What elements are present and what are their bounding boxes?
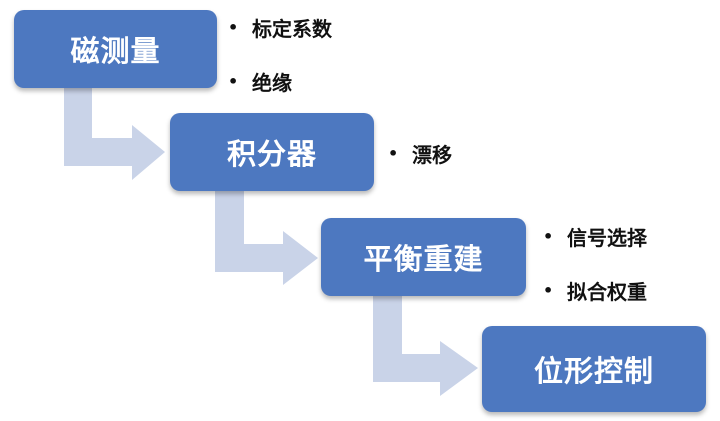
- step-box-integrator: 积分器: [170, 113, 374, 191]
- note-text: 拟合权重: [567, 279, 647, 304]
- step-notes: • 漂移: [388, 138, 452, 168]
- step-box-shape-control: 位形控制: [482, 326, 706, 412]
- bullet-icon: •: [543, 226, 554, 246]
- bullet-icon: •: [388, 143, 399, 163]
- flow-arrow-3: [373, 296, 478, 396]
- step-label: 磁测量: [70, 34, 161, 68]
- bullet-icon: •: [543, 280, 554, 300]
- note-text: 标定系数: [252, 16, 332, 41]
- note-text: 漂移: [412, 142, 452, 167]
- step-box-magnetic-measurement: 磁测量: [14, 10, 217, 88]
- step-notes: • 标定系数 • 绝缘: [228, 12, 332, 96]
- note-item: • 信号选择: [543, 221, 647, 251]
- step-label: 积分器: [226, 137, 317, 171]
- flow-arrow-1: [64, 88, 165, 180]
- note-item: • 拟合权重: [543, 275, 647, 305]
- bullet-icon: •: [228, 17, 239, 37]
- step-box-equilibrium-reconstruction: 平衡重建: [321, 218, 526, 296]
- note-text: 信号选择: [567, 225, 647, 250]
- step-label: 平衡重建: [363, 242, 484, 276]
- flow-arrow-2: [215, 191, 318, 285]
- note-item: • 标定系数: [228, 12, 332, 42]
- bullet-icon: •: [228, 71, 239, 91]
- note-item: • 绝缘: [228, 66, 332, 96]
- note-text: 绝缘: [252, 70, 292, 95]
- note-item: • 漂移: [388, 138, 452, 168]
- step-label: 位形控制: [533, 354, 654, 388]
- step-notes: • 信号选择 • 拟合权重: [543, 221, 647, 305]
